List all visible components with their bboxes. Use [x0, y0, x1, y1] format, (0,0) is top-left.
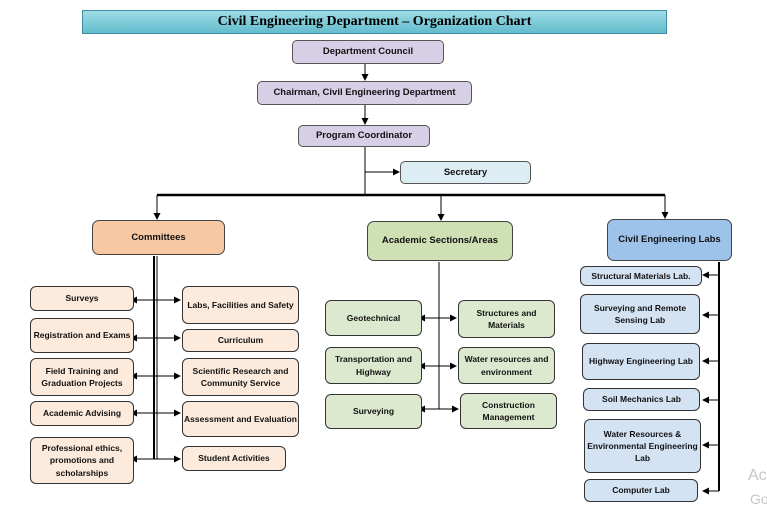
secretary-box: Secretary	[400, 161, 531, 184]
lab-highway-engineering: Highway Engineering Lab	[582, 343, 700, 380]
watermark-line-2: Go	[750, 491, 767, 507]
committee-student-activities: Student Activities	[182, 446, 286, 471]
committee-field-training: Field Training and Graduation Projects	[30, 358, 134, 396]
watermark-line-1: Ac	[748, 467, 767, 484]
academic-surveying: Surveying	[325, 394, 422, 429]
academic-water-resources: Water resources and environment	[458, 347, 555, 384]
committee-scientific-research: Scientific Research and Community Servic…	[182, 358, 299, 396]
committee-assessment-evaluation: Assessment and Evaluation	[182, 401, 299, 437]
academic-structures-materials: Structures and Materials	[458, 300, 555, 338]
academic-construction-management: Construction Management	[460, 393, 557, 429]
chairman-box: Chairman, Civil Engineering Department	[257, 81, 472, 105]
committees-heading: Committees	[92, 220, 225, 255]
committee-professional-ethics: Professional ethics, promotions and scho…	[30, 437, 134, 484]
academic-transportation-highway: Transportation and Highway	[325, 347, 422, 384]
department-council-box: Department Council	[292, 40, 444, 64]
program-coordinator-box: Program Coordinator	[298, 125, 430, 147]
academic-geotechnical: Geotechnical	[325, 300, 422, 336]
civil-engineering-labs-heading: Civil Engineering Labs	[607, 219, 732, 261]
committee-academic-advising: Academic Advising	[30, 401, 134, 426]
lab-surveying-remote-sensing: Surveying and Remote Sensing Lab	[580, 294, 700, 334]
committee-curriculum: Curriculum	[182, 329, 299, 352]
chart-title: Civil Engineering Department – Organizat…	[82, 10, 667, 34]
committee-labs-facilities-safety: Labs, Facilities and Safety	[182, 286, 299, 324]
lab-water-resources-environmental: Water Resources & Environmental Engineer…	[584, 419, 701, 473]
lab-structural-materials: Structural Materials Lab.	[580, 266, 702, 286]
lab-computer: Computer Lab	[584, 479, 698, 502]
academic-sections-heading: Academic Sections/Areas	[367, 221, 513, 261]
lab-soil-mechanics: Soil Mechanics Lab	[583, 388, 700, 411]
committee-surveys: Surveys	[30, 286, 134, 311]
committee-registration-exams: Registration and Exams	[30, 318, 134, 353]
